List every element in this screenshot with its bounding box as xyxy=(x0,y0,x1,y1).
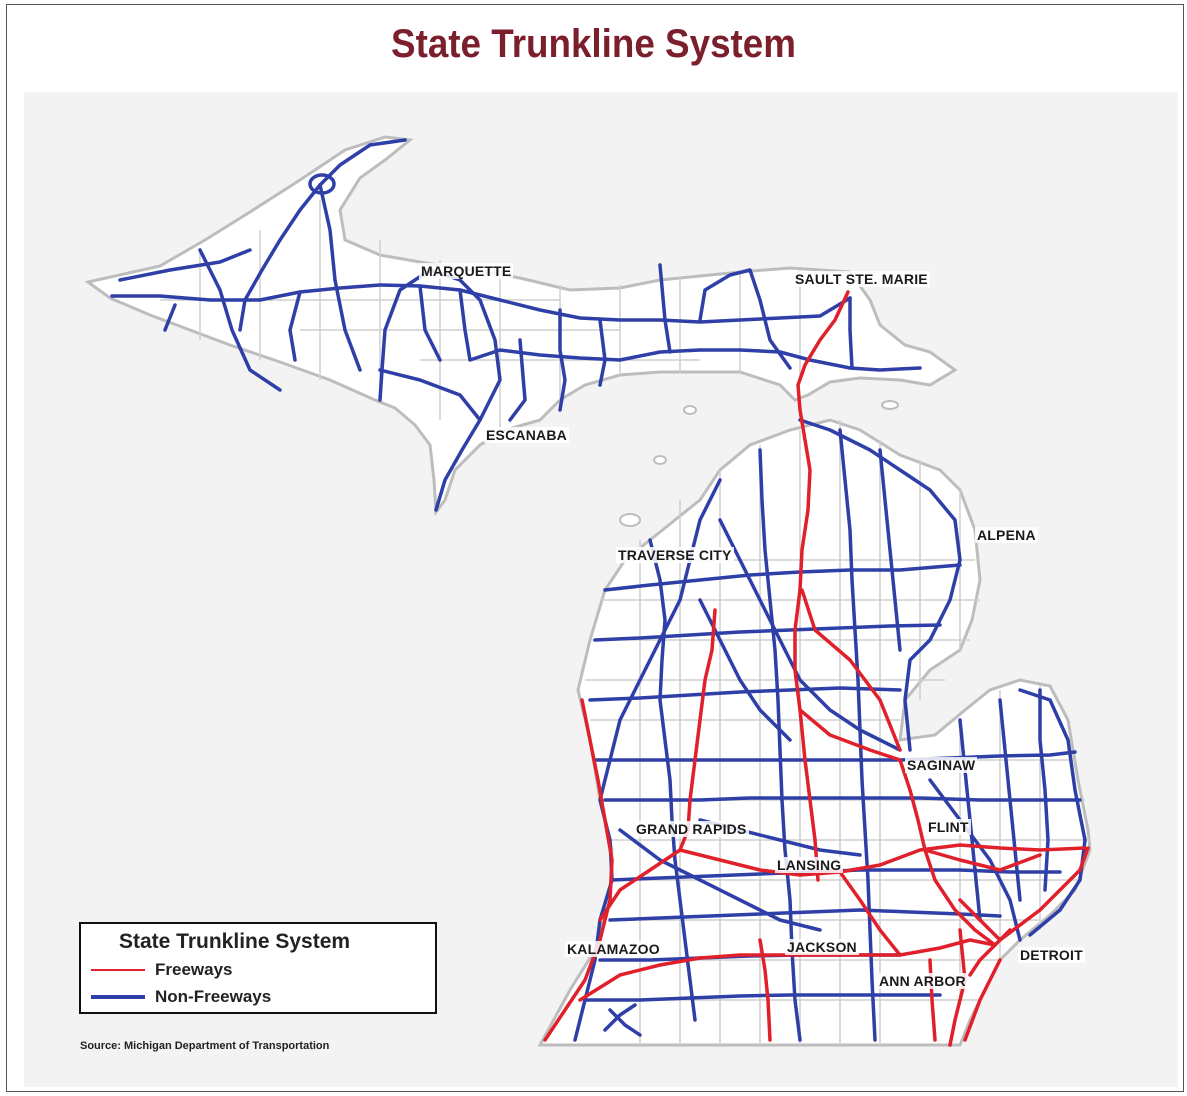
island xyxy=(881,400,899,410)
non-freeway-line-swatch xyxy=(91,995,145,999)
city-label-flint: FLINT xyxy=(926,819,971,835)
city-label-alpena: ALPENA xyxy=(975,527,1038,543)
freeways xyxy=(543,290,1090,1047)
island xyxy=(653,455,667,465)
freeway-line-swatch xyxy=(91,969,145,971)
city-label-ann-arbor: ANN ARBOR xyxy=(877,973,968,989)
source-note: Source: Michigan Department of Transport… xyxy=(80,1040,330,1052)
city-label-grand-rapids: GRAND RAPIDS xyxy=(634,821,749,837)
city-label-saginaw: SAGINAW xyxy=(905,757,978,773)
city-label-jackson: JACKSON xyxy=(785,939,859,955)
city-label-lansing: LANSING xyxy=(775,857,844,873)
city-label-marquette: MARQUETTE xyxy=(419,263,514,279)
island xyxy=(619,513,641,527)
legend-item-freeways: Freeways xyxy=(91,960,233,980)
city-label-traverse-city: TRAVERSE CITY xyxy=(616,547,734,563)
legend-label-non-freeways: Non-Freeways xyxy=(155,987,272,1006)
city-label-escanaba: ESCANABA xyxy=(484,427,569,443)
city-label-detroit: DETROIT xyxy=(1018,947,1085,963)
city-label-sault-ste-marie: SAULT STE. MARIE xyxy=(793,271,930,287)
upper-peninsula xyxy=(84,135,958,517)
map-legend: State Trunkline System Freeways Non-Free… xyxy=(79,922,437,1014)
island xyxy=(683,405,697,415)
page-title: State Trunkline System xyxy=(391,22,796,66)
city-label-kalamazoo: KALAMAZOO xyxy=(565,941,662,957)
legend-label-freeways: Freeways xyxy=(155,960,233,979)
non-freeways xyxy=(110,138,1087,1042)
legend-title: State Trunkline System xyxy=(119,930,351,953)
legend-item-non-freeways: Non-Freeways xyxy=(91,987,271,1007)
